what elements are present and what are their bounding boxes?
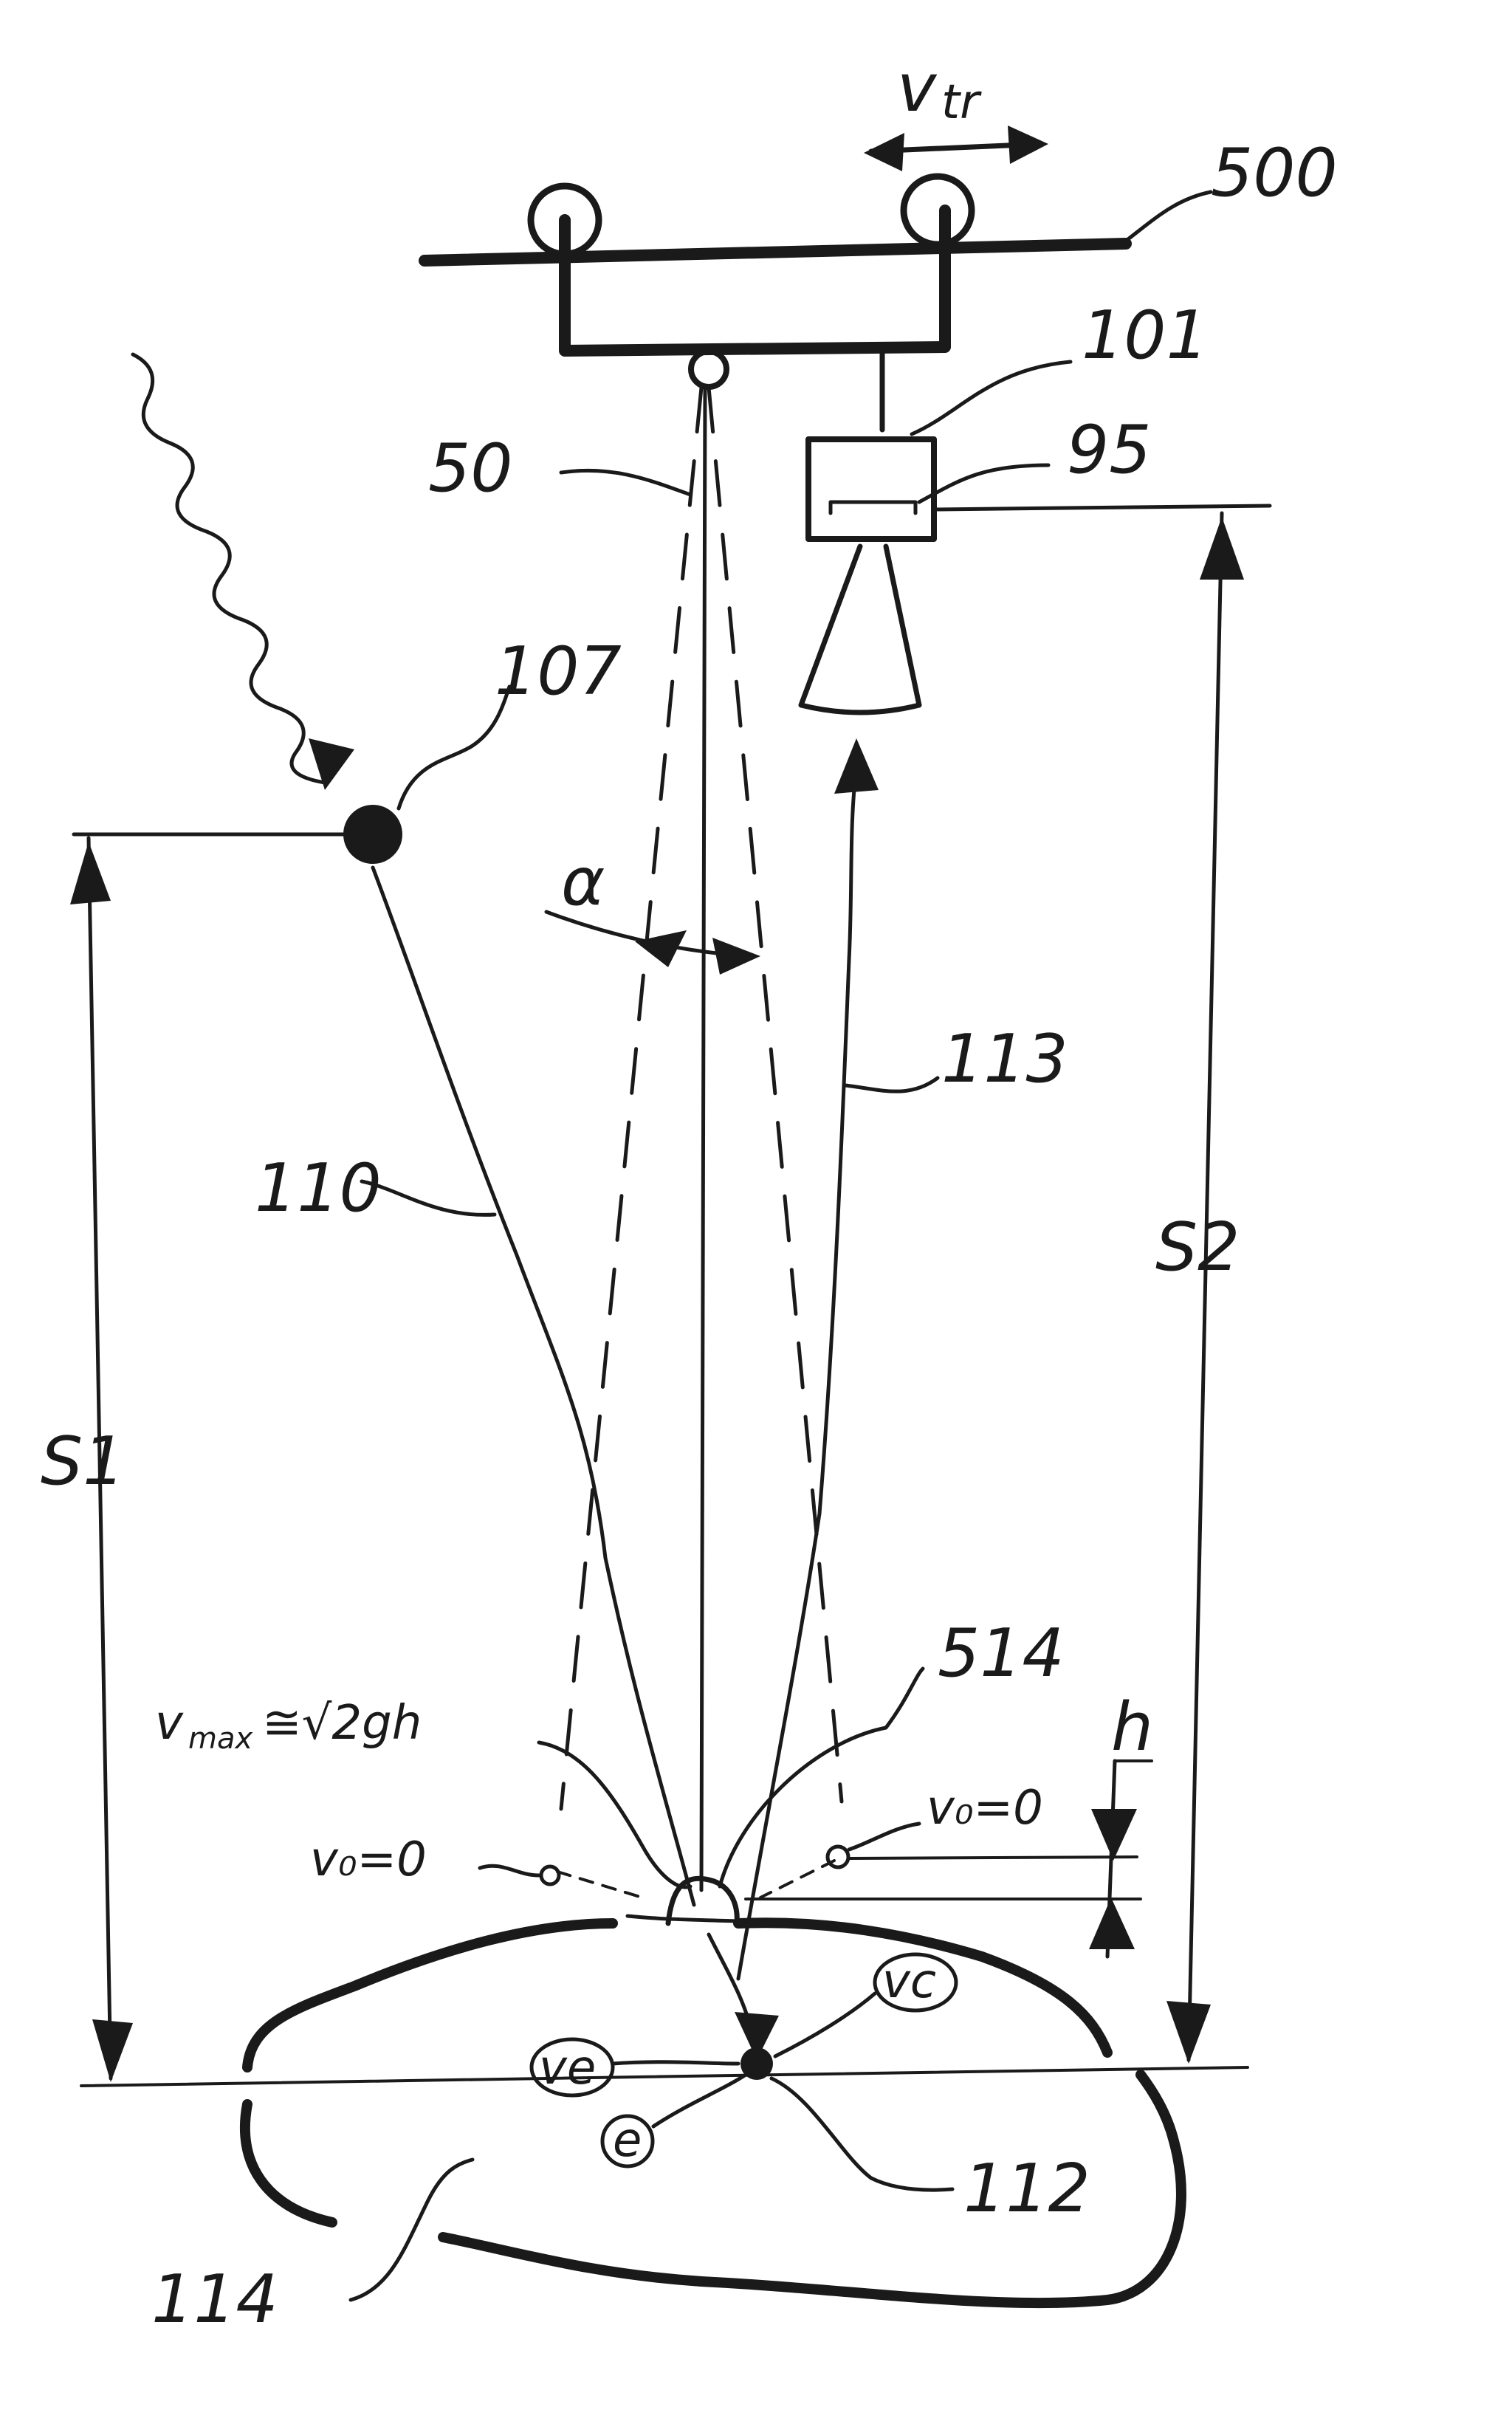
label-vc: vc (882, 1954, 936, 2009)
label-vmax: v (155, 1696, 184, 1751)
label-ve: ve (539, 2041, 596, 2095)
label-alpha: α (561, 843, 605, 921)
label-v0-left: v₀=0 (310, 1833, 427, 1887)
label-vmax-rhs: ≅√2gh (262, 1696, 422, 1751)
label-101: 101 (1082, 297, 1209, 374)
point-112 (740, 2047, 773, 2080)
dimension-h: h (1089, 1689, 1153, 1959)
label-113: 113 (941, 1020, 1068, 1098)
label-e: e (613, 2113, 642, 2168)
label-s1: S1 (41, 1423, 125, 1500)
label-vmax-sub: max (188, 1722, 252, 1756)
label-50: 50 (428, 430, 513, 507)
label-h: h (1111, 1689, 1153, 1766)
label-vtr-sub: tr (941, 75, 982, 130)
label-112: 112 (963, 2150, 1090, 2228)
velocity-transfer-arrow: v tr (864, 49, 1048, 171)
ground-line (80, 2066, 1249, 2087)
sensor-unit (798, 436, 937, 715)
blob-114 (239, 1917, 1186, 2309)
label-107: 107 (495, 633, 622, 710)
dimension-s2: S2 (932, 504, 1272, 2064)
impact-region (539, 1844, 1142, 2080)
pendulum (559, 385, 844, 1892)
rail-carriage (419, 173, 1132, 433)
label-v0-right: v₀=0 (927, 1781, 1043, 1836)
angle-alpha: α (544, 843, 760, 975)
label-500: 500 (1211, 134, 1338, 212)
label-514: 514 (938, 1615, 1065, 1692)
label-95: 95 (1067, 411, 1152, 489)
label-vtr: v (897, 49, 938, 127)
label-110: 110 (255, 1150, 382, 1227)
label-s2: S2 (1155, 1209, 1240, 1286)
dimension-s1: S1 (41, 832, 349, 2082)
object-107 (343, 805, 402, 864)
label-114: 114 (151, 2261, 278, 2338)
